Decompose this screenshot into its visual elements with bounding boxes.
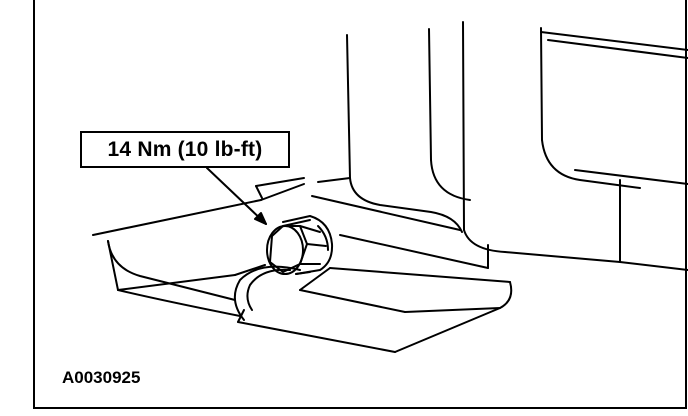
drain-recess [237, 234, 513, 353]
torque-spec-callout: 14 Nm (10 lb-ft) [80, 131, 290, 168]
figure-id-label: A0030925 [62, 368, 141, 387]
drain-plug-bolt [266, 215, 334, 275]
pan-wall-lines [346, 21, 688, 231]
callout-leader [206, 167, 267, 225]
figure-frame [33, 0, 687, 409]
pan-body-outline [349, 139, 688, 271]
pan-flange [92, 177, 461, 317]
